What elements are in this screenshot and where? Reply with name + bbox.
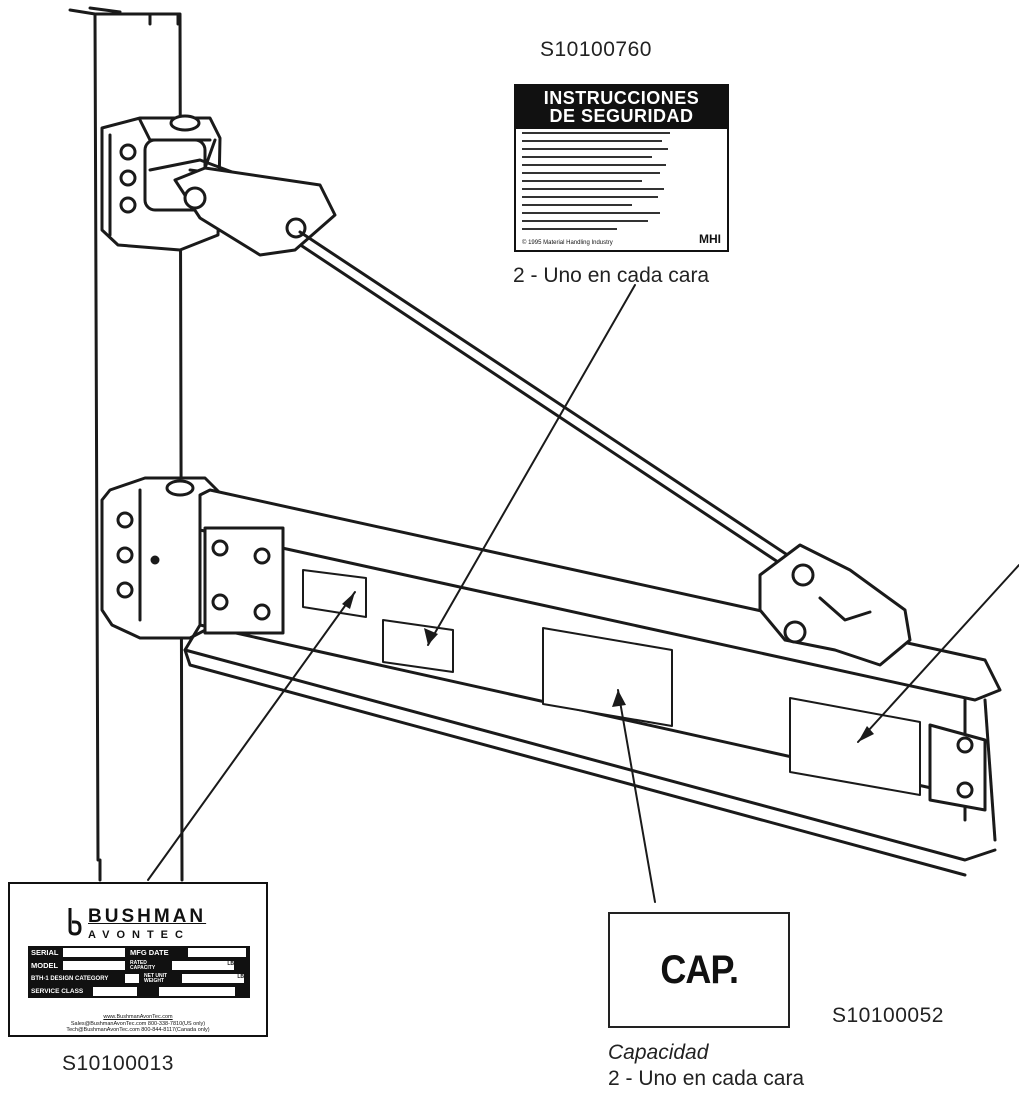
rod-clevis <box>758 543 912 667</box>
field-serial: SERIAL <box>31 948 59 957</box>
safety-instructions-label: INSTRUCCIONES DE SEGURIDAD © 1995 Materi… <box>514 84 729 252</box>
capacity-label-part-number: S10100052 <box>832 1004 944 1027</box>
tie-rod <box>298 230 794 568</box>
contact-tech: Tech@BushmanAvonTec.com 800-844-8117(Can… <box>66 1027 210 1033</box>
leader-lines <box>147 284 1019 903</box>
field-service-class: SERVICE CLASS <box>31 988 84 995</box>
field-net-unit-weight: NET UNIT WEIGHT <box>144 972 168 984</box>
nameplate-contact-info: www.BushmanAvonTec.com Sales@BushmanAvon… <box>10 1014 266 1034</box>
bushman-avontec-brand: BUSHMAN AVONTEC <box>88 906 206 941</box>
field-rated-capacity: RATED CAPACITY <box>130 959 156 971</box>
mhi-logo: MHI <box>699 232 721 246</box>
capacity-label-quantity: 2 - Uno en cada cara <box>608 1067 805 1090</box>
safety-label-quantity: 2 - Uno en cada cara <box>513 264 710 287</box>
capacity-label: CAP. <box>608 912 790 1028</box>
safety-label-title-line2: DE SEGURIDAD <box>549 106 694 126</box>
cap-label-spot-front <box>542 627 673 727</box>
safety-label-title-line1: INSTRUCCIONES <box>543 88 700 108</box>
field-mfg-date: MFG DATE <box>130 948 169 957</box>
beam-label-spots <box>302 569 921 796</box>
arrowheads <box>342 592 874 742</box>
safety-label-footer: © 1995 Material Handling Industry <box>522 240 613 246</box>
nameplate-field-grid: SERIAL MFG DATE MODEL RATED CAPACITY LB … <box>28 946 250 998</box>
capacity-label-title: Capacidad <box>608 1041 709 1064</box>
brand-bushman: BUSHMAN <box>88 906 207 927</box>
brand-avontec: AVONTEC <box>88 929 190 941</box>
bushman-avontec-nameplate: BUSHMAN AVONTEC SERIAL MFG DATE MODEL RA… <box>8 882 268 1037</box>
field-capacity-unit: LB <box>172 961 234 970</box>
safety-label-header: INSTRUCCIONES DE SEGURIDAD <box>516 86 727 129</box>
safety-label-spot <box>382 619 454 673</box>
field-design-category: BTH-1 DESIGN CATEGORY <box>31 975 109 982</box>
i-beam <box>183 488 1002 877</box>
upper-bracket <box>100 114 337 257</box>
lower-bracket <box>100 476 224 640</box>
safety-label-fine-print <box>522 132 672 236</box>
field-weight-unit: LB <box>182 974 244 983</box>
bushman-logo-mark-icon <box>68 908 82 936</box>
contact-sales: Sales@BushmanAvonTec.com 800-338-7810(US… <box>70 1020 206 1027</box>
nameplate-part-number: S10100013 <box>62 1052 174 1075</box>
contact-website: www.BushmanAvonTec.com <box>103 1014 173 1020</box>
capacity-label-text: CAP. <box>660 947 739 992</box>
cap-label-spot-rear <box>789 697 921 796</box>
nameplate-spot <box>302 569 367 618</box>
safety-label-part-number: S10100760 <box>540 38 652 61</box>
field-model: MODEL <box>31 961 59 970</box>
